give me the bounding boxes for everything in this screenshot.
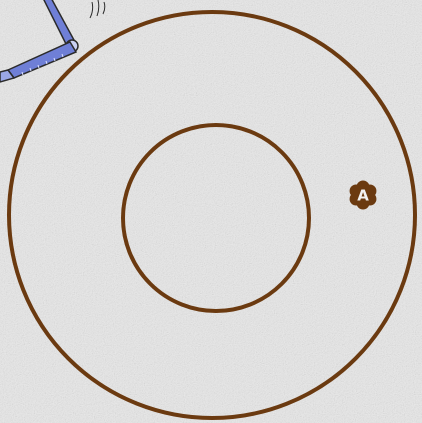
point-a-label: A xyxy=(357,187,369,205)
